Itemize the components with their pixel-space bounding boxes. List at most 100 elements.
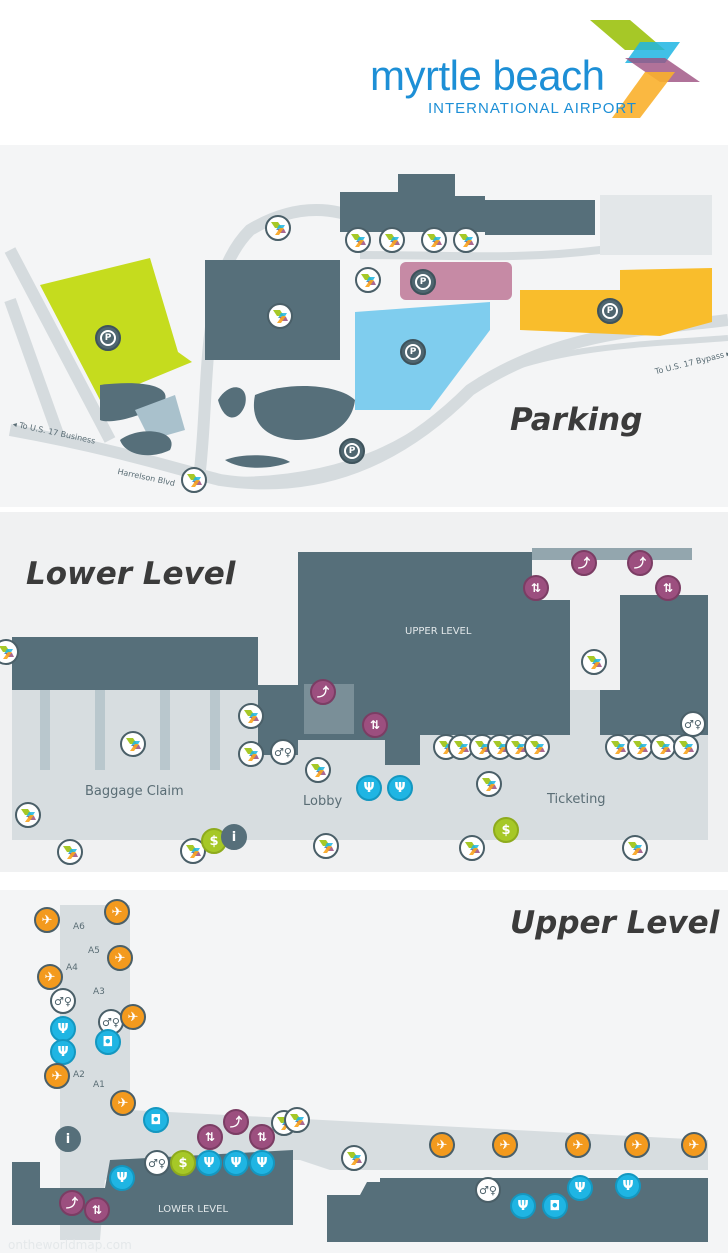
elevator-icon[interactable]: ⇅ bbox=[197, 1124, 223, 1150]
airport-logo-marker-icon[interactable] bbox=[379, 227, 405, 253]
airport-logo-marker-icon[interactable] bbox=[267, 303, 293, 329]
restroom-icon[interactable]: ♂♀ bbox=[475, 1177, 501, 1203]
lobby-label: Lobby bbox=[303, 794, 343, 809]
airport-logo-marker-icon[interactable] bbox=[15, 802, 41, 828]
baggage-claim-label: Baggage Claim bbox=[85, 784, 184, 799]
airport-logo-marker-icon[interactable] bbox=[238, 703, 264, 729]
restaurant-icon[interactable]: Ψ bbox=[196, 1150, 222, 1176]
airport-logo-marker-icon[interactable] bbox=[284, 1107, 310, 1133]
parking-icon[interactable]: P bbox=[597, 298, 623, 324]
gate-a1: A1 bbox=[93, 1080, 105, 1090]
airport-logo-marker-icon[interactable] bbox=[673, 734, 699, 760]
airport-logo-marker-icon[interactable] bbox=[421, 227, 447, 253]
departure-gate-icon[interactable]: ✈ bbox=[37, 964, 63, 990]
departure-gate-icon[interactable]: ✈ bbox=[107, 945, 133, 971]
lower-level-label: LOWER LEVEL bbox=[158, 1204, 229, 1215]
airport-logo-marker-icon[interactable] bbox=[181, 467, 207, 493]
baggage-building bbox=[12, 637, 258, 690]
restroom-icon[interactable]: ♂♀ bbox=[680, 711, 706, 737]
brand-logo-mark bbox=[590, 20, 700, 118]
departure-gate-icon[interactable]: ✈ bbox=[110, 1090, 136, 1116]
parking-icon[interactable]: P bbox=[410, 269, 436, 295]
escalator-icon[interactable]: ⤴ bbox=[571, 550, 597, 576]
parking-glyph: P bbox=[344, 443, 360, 459]
parking-glyph: P bbox=[415, 274, 431, 290]
parking-glyph: P bbox=[602, 303, 618, 319]
info-icon[interactable]: i bbox=[221, 824, 247, 850]
elevator-icon[interactable]: ⇅ bbox=[362, 712, 388, 738]
brand-subtitle: INTERNATIONAL AIRPORT bbox=[428, 100, 638, 117]
escalator-icon[interactable]: ⤴ bbox=[59, 1190, 85, 1216]
airport-logo-marker-icon[interactable] bbox=[0, 639, 19, 665]
restaurant-icon[interactable]: Ψ bbox=[567, 1175, 593, 1201]
restroom-icon[interactable]: ♂♀ bbox=[50, 988, 76, 1014]
lower-level-title: Lower Level bbox=[26, 556, 236, 592]
upper-level-label: UPPER LEVEL bbox=[405, 626, 472, 637]
atm-icon[interactable]: $ bbox=[493, 817, 519, 843]
parking-glyph: P bbox=[100, 330, 116, 346]
restaurant-icon[interactable]: Ψ bbox=[50, 1016, 76, 1042]
info-icon[interactable]: i bbox=[55, 1126, 81, 1152]
restaurant-icon[interactable]: Ψ bbox=[510, 1193, 536, 1219]
watermark: ontheworldmap.com bbox=[8, 1238, 132, 1252]
restaurant-icon[interactable]: Ψ bbox=[356, 775, 382, 801]
airport-logo-marker-icon[interactable] bbox=[622, 835, 648, 861]
elevator-icon[interactable]: ⇅ bbox=[249, 1124, 275, 1150]
shop-icon[interactable]: ◘ bbox=[143, 1107, 169, 1133]
airport-logo-marker-icon[interactable] bbox=[341, 1145, 367, 1171]
escalator-icon[interactable]: ⤴ bbox=[627, 550, 653, 576]
airport-logo-marker-icon[interactable] bbox=[265, 215, 291, 241]
airport-logo-marker-icon[interactable] bbox=[120, 731, 146, 757]
airport-logo-marker-icon[interactable] bbox=[453, 227, 479, 253]
restaurant-icon[interactable]: Ψ bbox=[50, 1039, 76, 1065]
roads bbox=[4, 204, 728, 490]
atm-icon[interactable]: $ bbox=[170, 1150, 196, 1176]
airport-logo-marker-icon[interactable] bbox=[581, 649, 607, 675]
departure-gate-icon[interactable]: ✈ bbox=[34, 907, 60, 933]
restaurant-icon[interactable]: Ψ bbox=[109, 1165, 135, 1191]
shop-icon[interactable]: ◘ bbox=[542, 1193, 568, 1219]
departure-gate-icon[interactable]: ✈ bbox=[492, 1132, 518, 1158]
upper-level-title: Upper Level bbox=[510, 905, 720, 941]
airport-logo-marker-icon[interactable] bbox=[238, 741, 264, 767]
restroom-icon[interactable]: ♂♀ bbox=[144, 1150, 170, 1176]
airport-logo-marker-icon[interactable] bbox=[57, 839, 83, 865]
airport-logo-marker-icon[interactable] bbox=[313, 833, 339, 859]
escalator-icon[interactable]: ⤴ bbox=[310, 679, 336, 705]
airport-logo-marker-icon[interactable] bbox=[524, 734, 550, 760]
upper-level-block bbox=[298, 552, 570, 765]
escalator-icon[interactable]: ⤴ bbox=[223, 1109, 249, 1135]
restaurant-icon[interactable]: Ψ bbox=[387, 775, 413, 801]
departure-gate-icon[interactable]: ✈ bbox=[565, 1132, 591, 1158]
departure-gate-icon[interactable]: ✈ bbox=[429, 1132, 455, 1158]
departure-gate-icon[interactable]: ✈ bbox=[120, 1004, 146, 1030]
parking-title: Parking bbox=[510, 402, 643, 438]
gate-a5: A5 bbox=[88, 946, 100, 956]
restaurant-icon[interactable]: Ψ bbox=[223, 1150, 249, 1176]
airport-logo-marker-icon[interactable] bbox=[345, 227, 371, 253]
parking-icon[interactable]: P bbox=[95, 325, 121, 351]
restaurant-icon[interactable]: Ψ bbox=[615, 1173, 641, 1199]
restroom-icon[interactable]: ♂♀ bbox=[270, 739, 296, 765]
gate-a3: A3 bbox=[93, 987, 105, 997]
parking-glyph: P bbox=[405, 344, 421, 360]
restaurant-icon[interactable]: Ψ bbox=[249, 1150, 275, 1176]
departure-gate-icon[interactable]: ✈ bbox=[44, 1063, 70, 1089]
airport-logo-marker-icon[interactable] bbox=[459, 835, 485, 861]
elevator-icon[interactable]: ⇅ bbox=[523, 575, 549, 601]
parking-icon[interactable]: P bbox=[339, 438, 365, 464]
shop-icon[interactable]: ◘ bbox=[95, 1029, 121, 1055]
brand-name: myrtle beach bbox=[370, 52, 605, 99]
airport-logo-marker-icon[interactable] bbox=[476, 771, 502, 797]
airport-logo-marker-icon[interactable] bbox=[605, 734, 631, 760]
departure-gate-icon[interactable]: ✈ bbox=[104, 899, 130, 925]
elevator-icon[interactable]: ⇅ bbox=[84, 1197, 110, 1223]
gate-a2: A2 bbox=[73, 1070, 85, 1080]
airport-logo-marker-icon[interactable] bbox=[305, 757, 331, 783]
airport-logo-marker-icon[interactable] bbox=[355, 267, 381, 293]
departure-gate-icon[interactable]: ✈ bbox=[624, 1132, 650, 1158]
parking-icon[interactable]: P bbox=[400, 339, 426, 365]
elevator-icon[interactable]: ⇅ bbox=[655, 575, 681, 601]
departure-gate-icon[interactable]: ✈ bbox=[681, 1132, 707, 1158]
